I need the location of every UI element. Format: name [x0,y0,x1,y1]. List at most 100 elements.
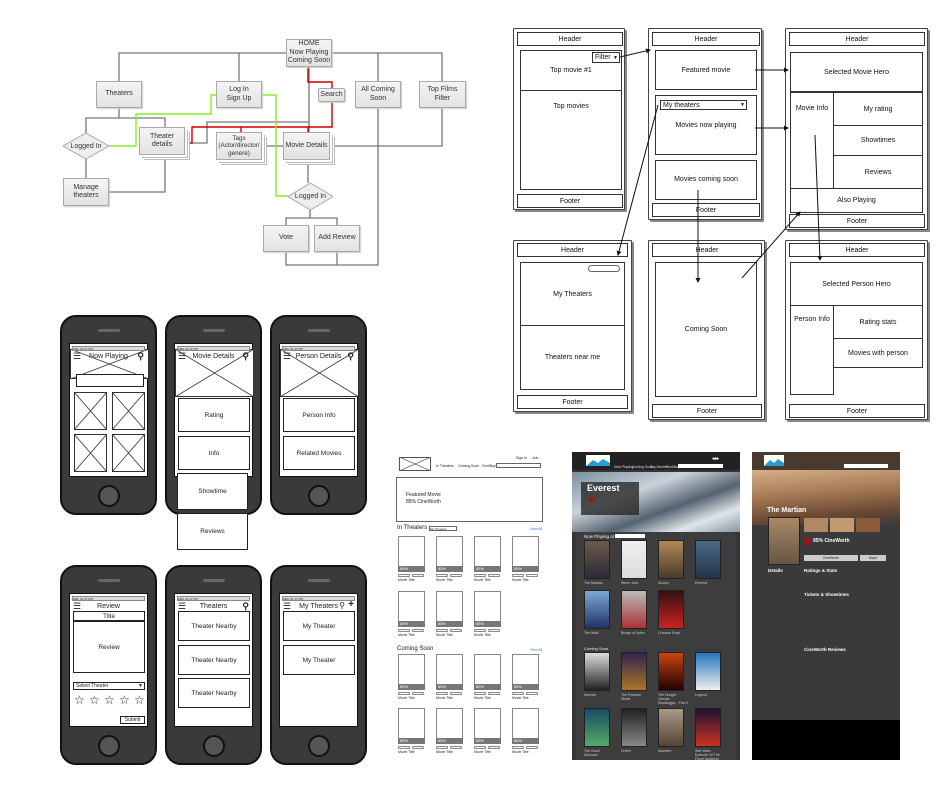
search-icon[interactable]: ⚲ [137,351,144,361]
menu-icon[interactable]: ☰ [283,351,292,361]
star-icon[interactable]: ☆ [119,693,130,707]
rating-box[interactable]: Rating [178,398,250,432]
tile-button[interactable] [436,746,448,749]
tile-button[interactable] [512,692,524,695]
movie-poster[interactable] [621,652,647,691]
theater-nearby-item[interactable]: Theater Nearby [178,611,250,641]
home-button[interactable] [98,735,120,757]
movie-poster[interactable] [695,652,721,691]
tile-button[interactable] [398,574,410,577]
movie-tile[interactable]: 85%Movie Title [436,536,463,586]
star-icon[interactable]: ☆ [134,693,145,707]
tile-button[interactable] [488,629,500,632]
tile-button[interactable] [526,692,538,695]
movie-poster[interactable] [695,540,721,579]
showtime-box[interactable]: Showtime [177,473,248,510]
add-icon[interactable]: + [348,599,354,610]
movie-title[interactable]: The Martian [584,581,603,585]
nav-find-buy[interactable]: Find/Buy [482,464,496,468]
tile-button[interactable] [450,629,462,632]
social-icons[interactable]: ●●● [712,456,719,462]
tile-button[interactable] [450,746,462,749]
movie-tile[interactable]: 85%Movie Title [474,591,501,641]
movie-title[interactable]: Bridge of Spies [621,631,645,635]
movie-tile[interactable]: 85%Movie Title [436,591,463,641]
movie-poster[interactable] [658,708,684,747]
movie-title[interactable]: The Peanuts Movie [621,693,641,701]
movie-poster[interactable] [584,708,610,747]
tile-button[interactable] [450,692,462,695]
nav-in-theaters[interactable]: In Theaters [436,464,454,468]
movie-title[interactable]: Steve Jobs [621,581,639,585]
my-theater-item[interactable]: My Theater [283,645,355,675]
star-icon[interactable]: ☆ [104,693,115,707]
cineworth-button[interactable]: CineWorth [804,555,858,561]
theater-nearby-item[interactable]: Theater Nearby [178,645,250,675]
join-link[interactable]: Join [532,456,539,460]
tile-button[interactable] [412,692,424,695]
search-input[interactable] [496,463,541,468]
tile-button[interactable] [412,746,424,749]
movie-tile[interactable]: 85%Movie Title [474,536,501,586]
related-movies-box[interactable]: Related Movies [283,436,355,470]
nav-now-playing[interactable]: Now Playing [614,465,634,469]
still-image[interactable] [856,518,880,532]
filter-dropdown[interactable]: Filter▼ [592,52,620,63]
tile-button[interactable] [474,692,486,695]
view-all-link[interactable]: View All [530,648,543,652]
tile-button[interactable] [412,629,424,632]
movie-title[interactable]: Star Wars: Episode VII The Force Awakens [695,749,720,761]
movie-poster[interactable] [695,708,721,747]
movie-poster[interactable] [584,652,610,691]
movie-tile[interactable]: 85%Movie Title [398,591,425,641]
search-icon[interactable]: ⚲ [242,601,249,611]
tile-button[interactable] [512,746,524,749]
movie-tile[interactable]: 85%Movie Title [474,708,501,758]
movie-title[interactable]: Legend [695,693,707,697]
my-theater-item[interactable]: My Theater [283,611,355,641]
movie-poster[interactable] [621,540,647,579]
home-button[interactable] [98,485,120,507]
movie-title[interactable]: Spectre [584,693,597,697]
tile-button[interactable] [436,692,448,695]
theater-select[interactable]: My Theaters [429,526,457,531]
theater-nearby-item[interactable]: Theater Nearby [178,678,250,708]
still-image[interactable] [804,518,828,532]
star-icon[interactable]: ☆ [89,693,100,707]
tile-button[interactable] [398,629,410,632]
movie-tile[interactable]: 85%Movie Title [512,708,539,758]
tile-button[interactable] [474,629,486,632]
submit-button[interactable]: Submit [120,716,145,724]
search-input[interactable] [588,265,620,272]
tile-button[interactable] [450,574,462,577]
star-icon[interactable]: ☆ [74,693,85,707]
tile-button[interactable] [412,574,424,577]
movie-title[interactable]: The Hunger Games: Mockingjay - Part 2 [658,693,688,705]
tile-button[interactable] [398,746,410,749]
home-button[interactable] [203,735,225,757]
home-button[interactable] [308,485,330,507]
movie-poster[interactable] [621,590,647,629]
sign-in-link[interactable]: Sign In [516,456,527,460]
title-field[interactable]: Title [73,611,145,621]
movie-tile[interactable]: 85%Movie Title [436,708,463,758]
movie-tile[interactable]: 85%Movie Title [512,536,539,586]
movie-title[interactable]: Everest [695,581,707,585]
tile-button[interactable] [488,692,500,695]
home-button[interactable] [308,735,330,757]
menu-icon[interactable]: ☰ [178,601,187,611]
movie-tile[interactable]: 85%Movie Title [474,654,501,704]
movie-poster[interactable] [658,540,684,579]
movie-title[interactable]: Sicario [658,581,669,585]
nav-find-buy[interactable]: Find/Buy [666,465,680,469]
review-field[interactable]: Review [73,621,145,673]
reviews-box[interactable]: Reviews [177,513,248,550]
movie-poster[interactable] [584,590,610,629]
movie-title[interactable]: Macbeth [658,749,672,753]
movie-title[interactable]: Creed [621,749,631,753]
search-input[interactable] [678,464,723,468]
movie-title[interactable]: Crimson Peak [658,631,680,635]
nav-coming-soon[interactable]: Coming Soon [458,464,480,468]
nope-button[interactable]: Nope [860,555,886,561]
movie-poster[interactable] [584,540,610,579]
